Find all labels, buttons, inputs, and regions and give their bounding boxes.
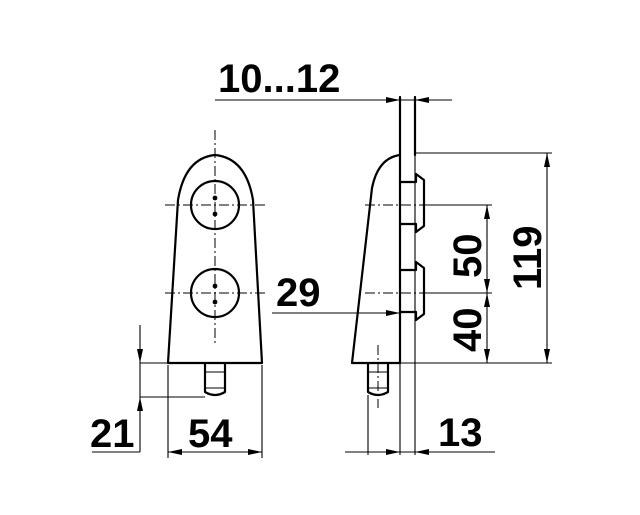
dimension-offset: 29 xyxy=(272,271,400,316)
thickness-label: 13 xyxy=(438,411,483,455)
dimension-width: 54 xyxy=(167,365,263,458)
overall-height-label: 119 xyxy=(506,225,550,290)
lower-bolt-head xyxy=(398,260,426,322)
base-height-label: 21 xyxy=(90,412,135,456)
offset-label: 29 xyxy=(276,271,321,315)
gap-label: 10...12 xyxy=(218,57,340,101)
dimension-thickness: 13 xyxy=(345,363,495,455)
width-label: 54 xyxy=(188,412,233,456)
upper-bolt-head xyxy=(398,172,426,234)
dimension-base-height: 21 xyxy=(90,325,205,456)
spacing-upper-label: 50 xyxy=(446,234,490,279)
front-pin xyxy=(203,362,227,397)
side-view-outline xyxy=(350,153,402,365)
front-view xyxy=(165,130,265,397)
lower-hole-mark xyxy=(212,283,218,289)
upper-hole-mark xyxy=(212,211,218,217)
dimension-overall-height: 119 xyxy=(415,152,552,364)
spacing-lower-label: 40 xyxy=(446,308,490,353)
side-view xyxy=(350,95,430,455)
dimension-gap: 10...12 xyxy=(215,57,452,103)
dimension-spacing: 50 40 xyxy=(400,204,492,364)
